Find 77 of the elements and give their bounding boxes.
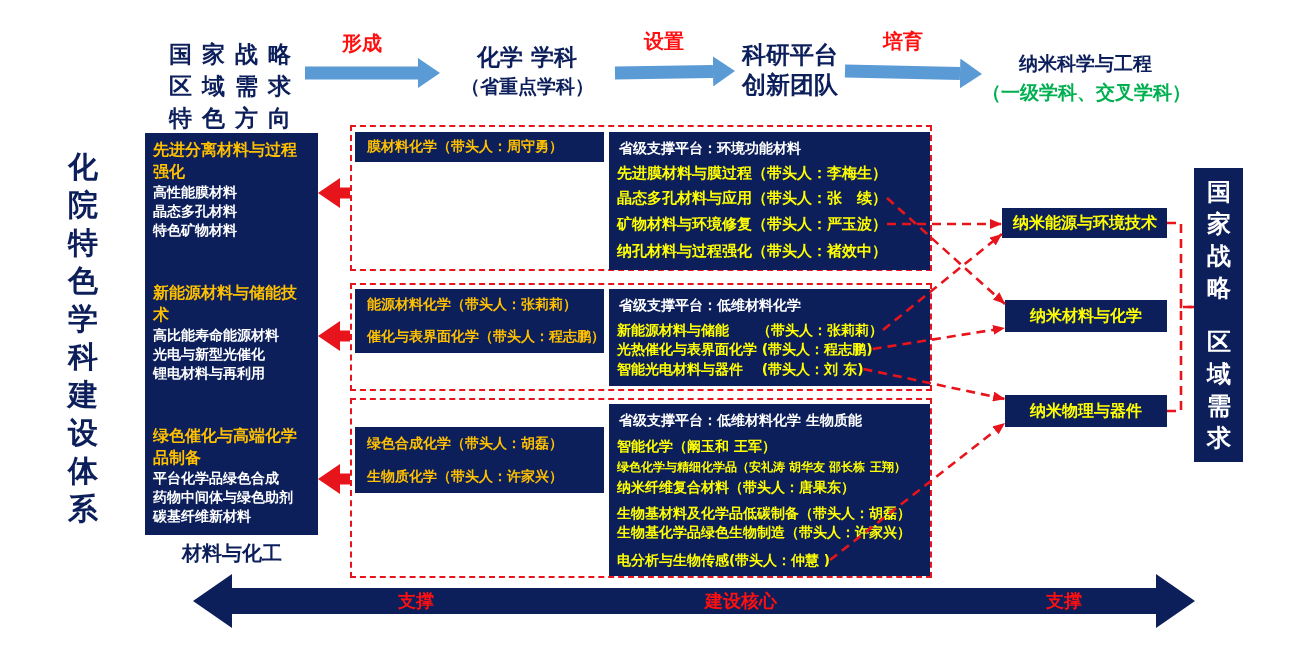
heading-text: 纳米科学与工程 [1017,51,1153,76]
section-heading: 绿色催化与高端化学品制备 [153,426,298,469]
list-item: 光电与新型光催化 [153,345,266,364]
group-text: 膜材料化学（带头人：周守勇） [367,138,564,156]
block-arrow [318,464,350,494]
vertical-text: 国家战略 [1205,177,1232,304]
member-text: 生物基化学品绿色生物制造（带头人：许家兴） [617,523,911,541]
vertical-box [1194,168,1243,462]
list-item: 平台化学品绿色合成 [153,469,280,488]
heading-text: （一级学科、交叉学科） [982,80,1188,105]
topic-text: 纳米能源与环境技术 [1012,212,1157,234]
platform-panel [609,289,930,386]
arrow [882,233,1003,331]
member-text: 电分析与生物传感(带头人：仲慧 ) [617,551,831,569]
member-text: 新能源材料与储能 （带头人：张莉莉） [617,321,883,339]
section-heading: 新能源材料与储能技术 [153,283,298,326]
edge-label: 培育 [880,29,925,53]
arrow-label: 支撑 [398,590,434,612]
arrow [872,324,1006,351]
group-box [355,132,604,162]
edge-label: 形成 [339,31,384,55]
group-text: 生物质化学（带头人：许家兴） [367,467,564,486]
list-item: 碳基纤维新材料 [153,507,252,526]
member-text: 智能化学（阚玉和 王军） [617,437,776,455]
member-text: 先进膜材料与膜过程（带头人：李梅生） [617,164,887,182]
block-arrow [305,58,440,88]
vertical-text: 区域需求 [1205,327,1232,454]
list-item: 锂电材料与再利用 [153,364,266,383]
list-item: 药物中间体与绿色助剂 [153,488,294,507]
member-text: 绿色化学与精细化学品（安礼涛 胡华友 邵长栋 王翔） [617,459,906,476]
platform-heading: 省级支撑平台：环境功能材料 [619,140,801,158]
member-text: 晶态多孔材料与应用（带头人：张 续） [617,189,887,207]
member-text: 矿物材料与环境修复（带头人：严玉波） [617,215,887,233]
group-text: 能源材料化学（带头人：张莉莉） [367,296,578,314]
block-arrow [318,178,350,208]
topic-text: 纳米材料与化学 [1030,305,1142,327]
vertical-title: 化院特色学科建设体系 [68,148,99,528]
block-arrow [844,58,982,89]
section-heading: 先进分离材料与过程强化 [153,140,298,183]
block-arrow [318,321,350,351]
arrow [829,421,1006,562]
platform-panel [609,404,930,576]
heading-text: 科研平台创新团队 [740,40,839,100]
dashed-frame [350,283,932,391]
group-box [355,289,604,353]
list-item: 特色矿物材料 [153,221,238,240]
arrow [863,367,1006,402]
arrow [887,219,1002,229]
group-box [355,427,604,493]
arrow-label: 支撑 [1046,590,1082,612]
platform-panel [609,132,930,270]
list-item: 高比能寿命能源材料 [153,326,280,345]
topic-box [1002,208,1167,238]
dashed-frame [350,125,932,271]
heading-text: （省重点学科） [460,74,595,99]
arrow-label: 建设核心 [705,590,777,612]
platform-heading: 省级支撑平台：低维材料化学 生物质能 [619,412,862,430]
edge-label: 设置 [642,29,686,54]
member-text: 智能光电材料与器件 (带头人：刘 东) [617,360,864,378]
topic-text: 纳米物理与器件 [1030,400,1142,422]
member-text: 纳孔材料与过程强化（带头人：褚效中） [617,242,887,260]
arrow [886,197,1006,305]
block-arrow [614,56,735,87]
panel-caption: 材料与化工 [180,540,283,567]
list-item: 晶态多孔材料 [153,202,238,221]
list-item: 高性能膜材料 [153,183,238,202]
platform-heading: 省级支撑平台：低维材料化学 [619,297,801,315]
dashed-frame [350,398,932,578]
connector-line [1167,305,1194,413]
topic-box [1005,395,1167,427]
connector-line [1167,221,1194,309]
member-text: 纳米纤维复合材料（带头人：唐果东） [617,478,855,496]
group-text: 绿色合成化学（带头人：胡磊） [367,434,564,453]
member-text: 光热催化与表界面化学 (带头人：程志鹏) [617,340,873,358]
heading-text: 国家战略区域需求特色方向 [167,40,302,133]
topic-box [1005,300,1167,332]
heading-text: 化学 学科 [475,43,579,72]
